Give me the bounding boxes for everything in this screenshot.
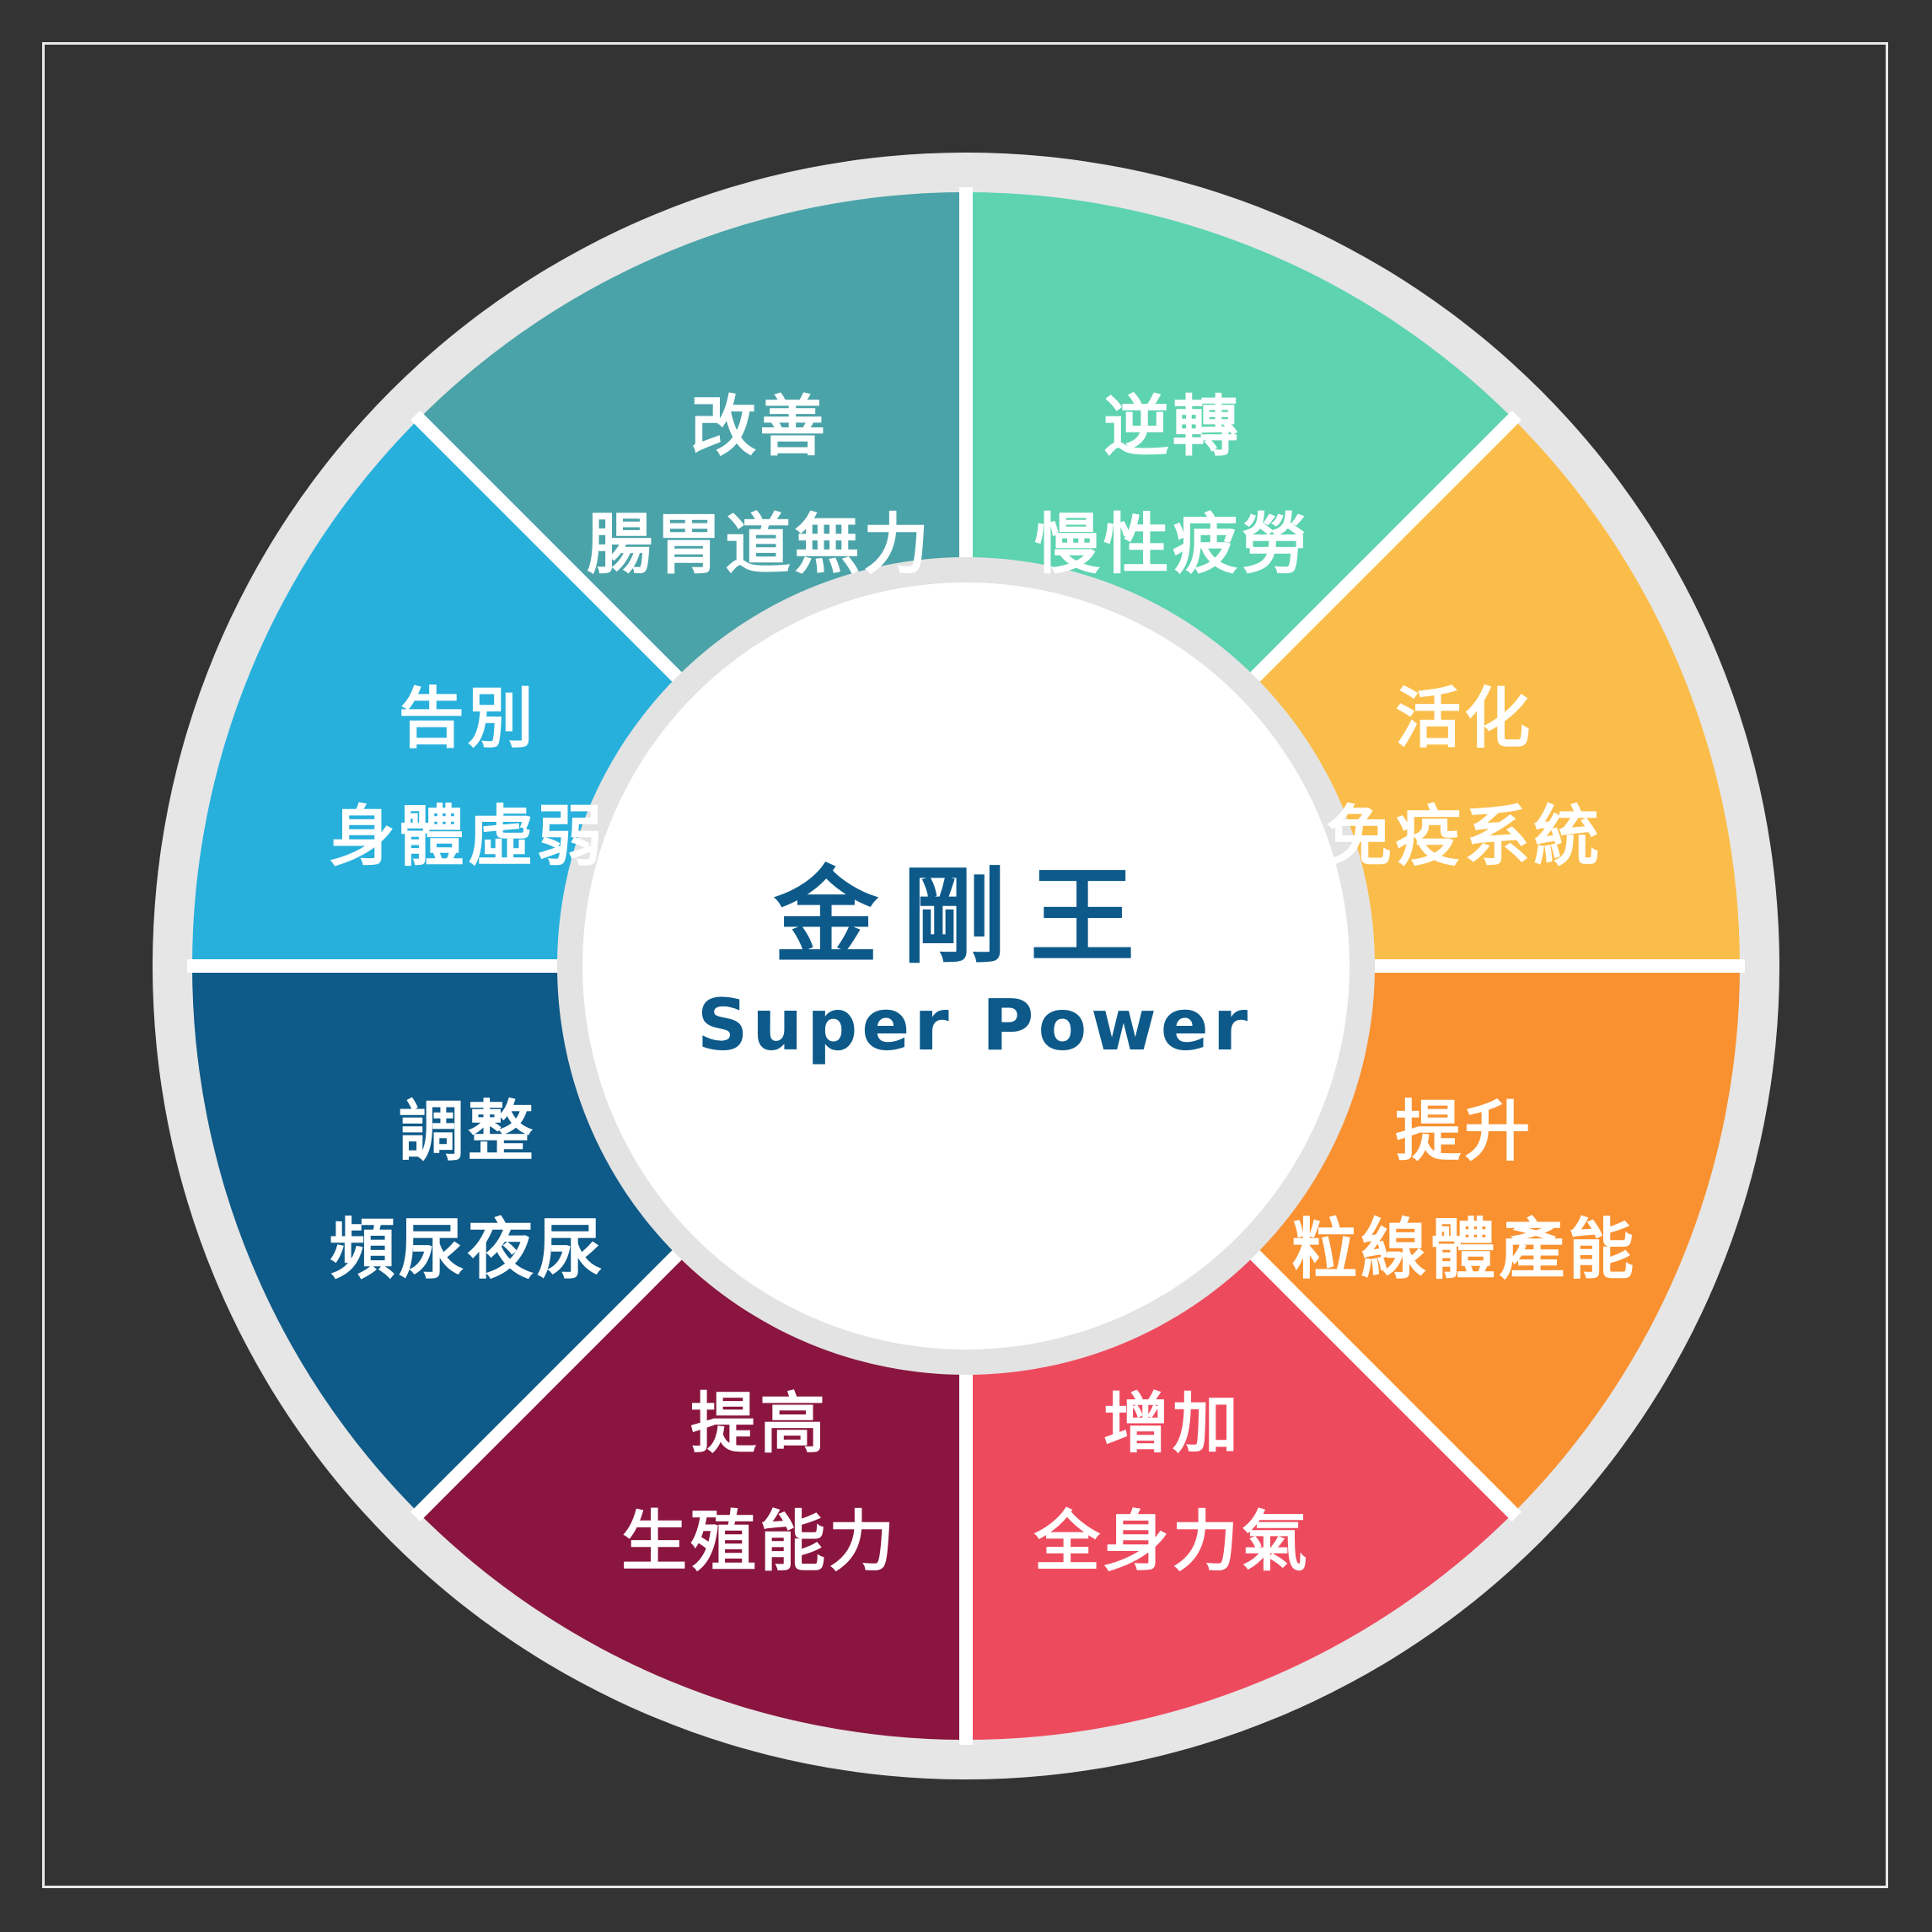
segment-4-heading: 增加 <box>1103 1386 1242 1462</box>
segment-2-heading: 活化 <box>1395 681 1533 757</box>
segment-3-heading: 提升 <box>1395 1094 1533 1170</box>
center-subtitle: Super Power <box>697 984 1252 1066</box>
segment-5-subheading: 生殖能力 <box>621 1504 898 1580</box>
segment-2-subheading: 免疫系統 <box>1326 799 1602 875</box>
outer-frame <box>42 42 1888 1888</box>
segment-6-heading: 調整 <box>399 1094 537 1170</box>
segment-1-subheading: 慢性疲勞 <box>1034 507 1311 583</box>
segment-1-heading: 逆轉 <box>1103 389 1242 465</box>
segment-4-subheading: 全身力氣 <box>1033 1504 1311 1580</box>
segment-6-subheading: 頻尿夜尿 <box>330 1212 606 1288</box>
segment-5-heading: 提高 <box>690 1386 829 1462</box>
center-title: 金剛王 <box>773 856 1158 978</box>
segment-8-subheading: 腸胃道無力 <box>587 507 932 583</box>
segment-7-subheading: 身體虛弱 <box>330 799 606 875</box>
segment-7-heading: 告別 <box>399 681 537 757</box>
center-disc <box>582 582 1350 1350</box>
segment-3-subheading: 粒線體產能 <box>1291 1212 1637 1288</box>
segment-8-heading: 改善 <box>690 389 829 465</box>
